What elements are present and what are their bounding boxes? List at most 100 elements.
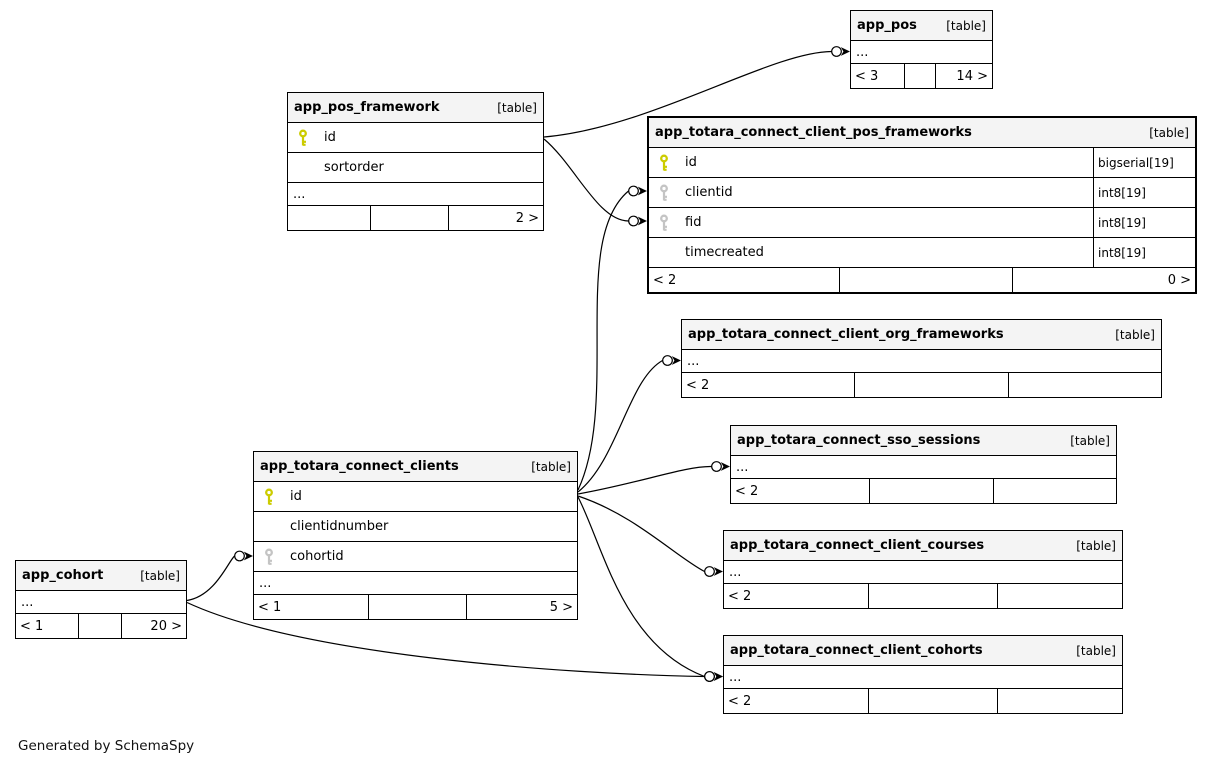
table-app_totara_connect_client_pos_frameworks[interactable]: app_totara_connect_client_pos_frameworks… <box>647 116 1197 294</box>
table-title[interactable]: app_totara_connect_client_org_frameworks <box>688 327 1004 342</box>
table-footer: 2 > <box>288 206 543 230</box>
ellipsis-row: ... <box>16 591 186 614</box>
table-tag: [table] <box>1076 643 1116 658</box>
table-title[interactable]: app_pos_framework <box>294 100 440 115</box>
foreign-key-icon <box>658 184 670 201</box>
arrowhead-icon <box>243 551 253 561</box>
footer-left-cell: < 1 <box>258 599 282 615</box>
footer-right-cell <box>993 479 1116 503</box>
edge-line-app_totara_connect_clients-to-app_totara_connect_client_cohorts <box>577 496 705 678</box>
arrowhead-icon <box>720 462 730 471</box>
primary-key-icon <box>658 154 670 171</box>
arrowhead-icon <box>671 356 681 365</box>
ellipsis-row: ... <box>724 561 1122 584</box>
edge-line-app_pos_framework-to-app_totara_connect_client_pos_frameworks <box>543 138 629 222</box>
column-name: ... <box>259 575 272 591</box>
table-title[interactable]: app_totara_connect_client_courses <box>730 538 985 553</box>
table-header: app_totara_connect_sso_sessions [table] <box>731 426 1116 456</box>
footer-right-cell: 2 > <box>448 206 543 230</box>
footer-left-cell: < 2 <box>728 693 752 709</box>
footer-left-cell: < 2 <box>686 377 710 393</box>
cardinality-zero-circle <box>711 461 722 472</box>
table-footer: < 2 0 > <box>649 268 1195 292</box>
column-type: bigserial[19] <box>1093 148 1195 177</box>
column-name: ... <box>293 186 306 202</box>
arrowhead-icon <box>637 216 647 226</box>
ellipsis-row: ... <box>254 572 577 595</box>
foreign-key-icon <box>263 548 275 565</box>
table-tag: [table] <box>1076 538 1116 553</box>
ellipsis-row: ... <box>288 183 543 206</box>
column-name: ... <box>687 353 700 369</box>
table-tag: [table] <box>1115 327 1155 342</box>
footer-right-cell: 0 > <box>1012 268 1195 292</box>
table-footer: < 2 <box>731 479 1116 503</box>
table-footer: < 2 <box>724 689 1122 713</box>
ellipsis-row: ... <box>724 666 1122 689</box>
footer-middle-cell <box>868 689 997 713</box>
column-row-cohortid: cohortid <box>254 542 577 572</box>
column-name: id <box>324 130 336 145</box>
table-title[interactable]: app_totara_connect_client_cohorts <box>730 643 983 658</box>
ellipsis-row: ... <box>682 350 1161 373</box>
cardinality-zero-circle <box>704 671 715 682</box>
footer-middle-cell <box>868 584 997 608</box>
table-app_totara_connect_sso_sessions[interactable]: app_totara_connect_sso_sessions [table]..… <box>730 425 1117 504</box>
table-header: app_totara_connect_client_org_frameworks… <box>682 320 1161 350</box>
footer-middle-cell <box>854 373 1008 397</box>
edge-line-app_totara_connect_clients-to-app_totara_connect_client_courses <box>577 495 705 573</box>
table-title[interactable]: app_totara_connect_sso_sessions <box>737 433 981 448</box>
footer-right-cell <box>997 689 1122 713</box>
table-title[interactable]: app_totara_connect_clients <box>260 459 459 474</box>
edge-line-app_cohort-to-app_totara_connect_clients <box>186 555 235 602</box>
column-name: id <box>290 489 302 504</box>
footer-middle-cell <box>78 614 121 638</box>
generator-credit: Generated by SchemaSpy <box>18 738 195 754</box>
column-row-id: id <box>254 482 577 512</box>
table-app_totara_connect_client_cohorts[interactable]: app_totara_connect_client_cohorts [table]… <box>723 635 1123 714</box>
primary-key-icon <box>263 488 275 505</box>
footer-right-cell: 5 > <box>466 595 577 619</box>
table-title[interactable]: app_cohort <box>22 568 104 583</box>
edge-line-app_totara_connect_clients-to-app_totara_connect_sso_sessions <box>577 465 712 495</box>
edge-line-app_totara_connect_clients-to-app_totara_connect_client_org_frameworks <box>577 359 663 493</box>
footer-left-cell <box>288 206 370 230</box>
edge-line-app_pos_framework-to-app_pos <box>543 50 832 138</box>
column-row-timecreated: timecreated int8[19] <box>649 238 1195 268</box>
table-footer: < 2 <box>682 373 1161 397</box>
column-row-id: id <box>288 123 543 153</box>
table-header: app_pos[table] <box>851 11 992 41</box>
arrowhead-icon <box>840 47 850 56</box>
table-app_totara_connect_client_courses[interactable]: app_totara_connect_client_courses [table]… <box>723 530 1123 609</box>
table-title[interactable]: app_pos <box>857 18 917 33</box>
edge-line-app_cohort-to-app_totara_connect_client_cohorts <box>186 601 705 678</box>
column-name: fid <box>685 215 702 230</box>
cardinality-zero-circle <box>662 355 673 366</box>
table-header: app_totara_connect_client_pos_frameworks… <box>649 118 1195 148</box>
footer-right-cell <box>1008 373 1161 397</box>
table-tag: [table] <box>140 568 180 583</box>
table-app_totara_connect_client_org_frameworks[interactable]: app_totara_connect_client_org_frameworks… <box>681 319 1162 398</box>
footer-left-cell: < 2 <box>653 272 677 288</box>
table-tag: [table] <box>1149 125 1189 140</box>
column-name: sortorder <box>324 160 384 175</box>
footer-right-cell: 20 > <box>121 614 186 638</box>
column-type: int8[19] <box>1093 238 1195 267</box>
table-title[interactable]: app_totara_connect_client_pos_frameworks <box>655 125 972 140</box>
table-header: app_totara_connect_client_cohorts [table] <box>724 636 1122 666</box>
column-name: timecreated <box>685 245 764 260</box>
column-name: cohortid <box>290 549 344 564</box>
table-footer: < 2 <box>724 584 1122 608</box>
footer-left-cell: < 2 <box>735 483 759 499</box>
table-tag: [table] <box>1070 433 1110 448</box>
ellipsis-row: ... <box>731 456 1116 479</box>
column-name: ... <box>736 459 749 475</box>
footer-middle-cell <box>368 595 466 619</box>
